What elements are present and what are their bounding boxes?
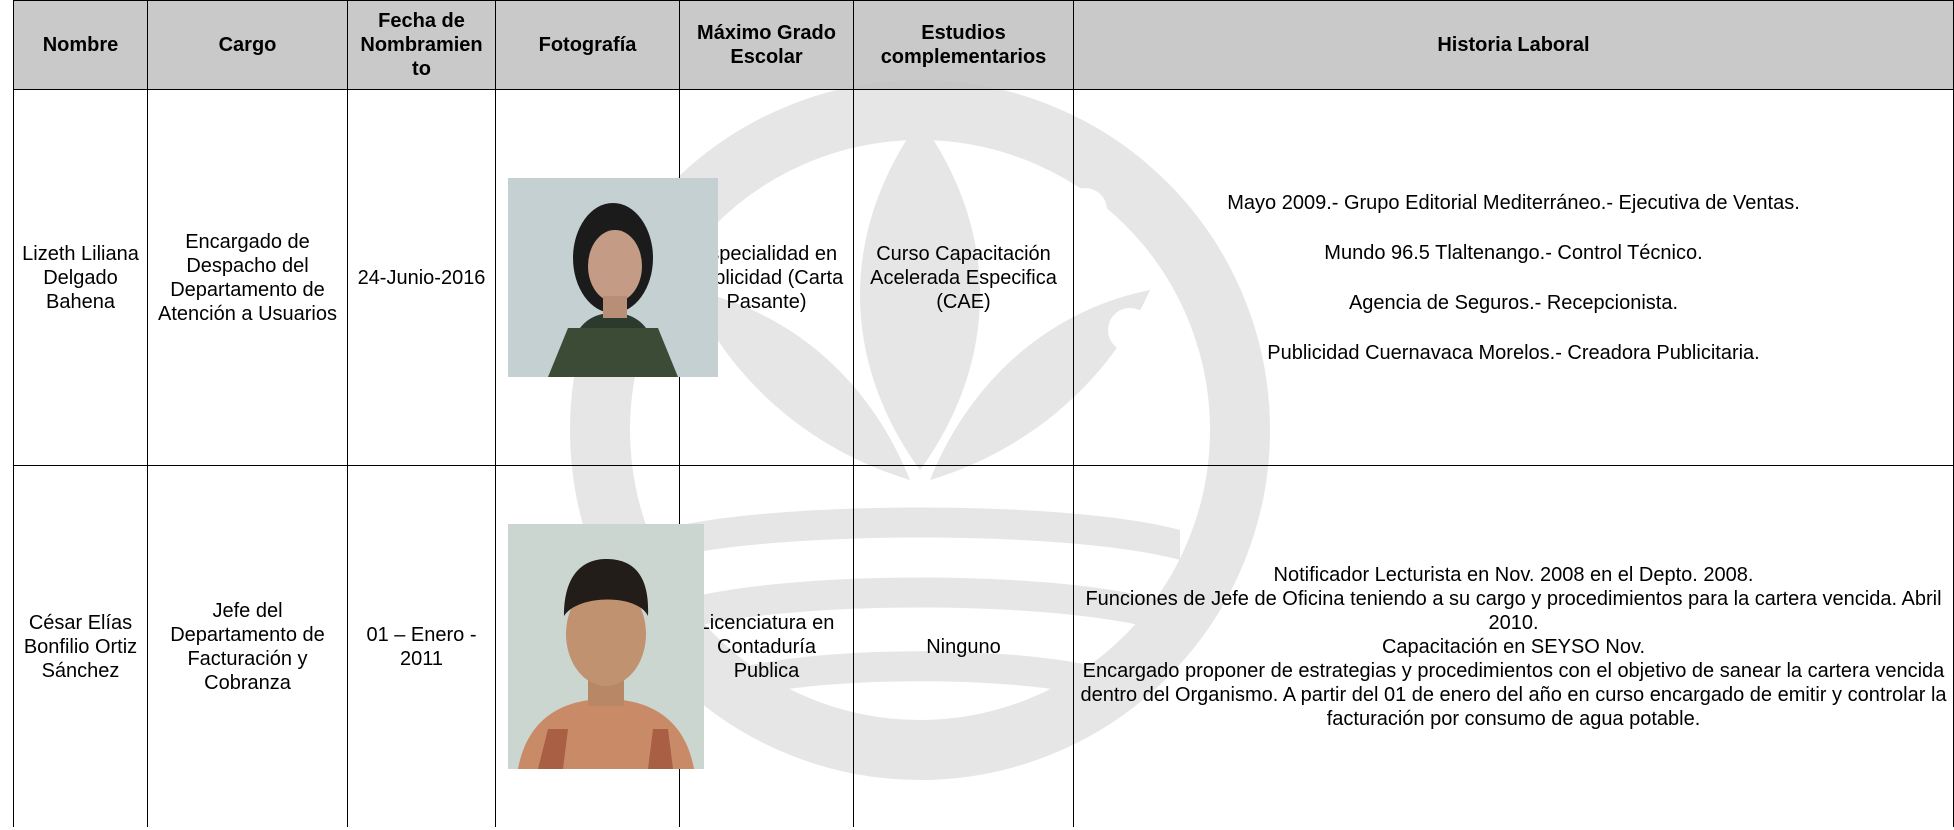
cell-estudios: Ninguno bbox=[853, 465, 1074, 827]
historia-entry: Encargado proponer de estrategias y proc… bbox=[1080, 659, 1947, 730]
cell-nombre: Lizeth Liliana Delgado Bahena bbox=[13, 89, 148, 466]
cell-estudios: Curso Capacitación Acelerada Especifica … bbox=[853, 89, 1074, 466]
cell-nombre: César Elías Bonfilio Ortiz Sánchez bbox=[13, 465, 148, 827]
historia-entry: Mayo 2009.- Grupo Editorial Mediterráneo… bbox=[1227, 191, 1800, 214]
header-estudios: Estudios complementarios bbox=[853, 0, 1074, 90]
table-row: César Elías Bonfilio Ortiz Sánchez Jefe … bbox=[13, 465, 1954, 827]
historia-entry: Capacitación en SEYSO Nov. bbox=[1381, 635, 1646, 658]
table-row: Lizeth Liliana Delgado Bahena Encargado … bbox=[13, 89, 1954, 466]
header-grado: Máximo Grado Escolar bbox=[679, 0, 854, 90]
header-historia: Historia Laboral bbox=[1073, 0, 1954, 90]
cell-fecha: 01 – Enero - 2011 bbox=[347, 465, 496, 827]
cell-fotografia bbox=[495, 465, 704, 827]
cell-fecha: 24-Junio-2016 bbox=[347, 89, 496, 466]
historia-entry: Mundo 96.5 Tlaltenango.- Control Técnico… bbox=[1324, 241, 1703, 264]
cell-historia: Notificador Lecturista en Nov. 2008 en e… bbox=[1073, 465, 1954, 827]
header-fotografia: Fotografía bbox=[495, 0, 680, 90]
cell-cargo: Encargado de Despacho del Departamento d… bbox=[147, 89, 348, 466]
header-cargo: Cargo bbox=[147, 0, 348, 90]
historia-entry: Publicidad Cuernavaca Morelos.- Creadora… bbox=[1267, 341, 1760, 364]
cell-historia: Mayo 2009.- Grupo Editorial Mediterráneo… bbox=[1073, 89, 1954, 466]
portrait-photo bbox=[508, 178, 718, 377]
cell-cargo: Jefe del Departamento de Facturación y C… bbox=[147, 465, 348, 827]
historia-entry: Funciones de Jefe de Oficina teniendo a … bbox=[1085, 587, 1942, 634]
header-nombre: Nombre bbox=[13, 0, 148, 90]
header-row: Nombre Cargo Fecha de Nombramien to Foto… bbox=[13, 0, 1954, 90]
historia-entry: Agencia de Seguros.- Recepcionista. bbox=[1348, 291, 1679, 314]
historia-entry: Notificador Lecturista en Nov. 2008 en e… bbox=[1273, 563, 1754, 586]
staff-table: Nombre Cargo Fecha de Nombramien to Foto… bbox=[13, 0, 1954, 827]
portrait-photo bbox=[508, 524, 704, 769]
cell-grado: Licenciatura en Contaduría Publica bbox=[679, 465, 854, 827]
header-fecha: Fecha de Nombramien to bbox=[347, 0, 496, 90]
cell-fotografia bbox=[495, 89, 718, 466]
